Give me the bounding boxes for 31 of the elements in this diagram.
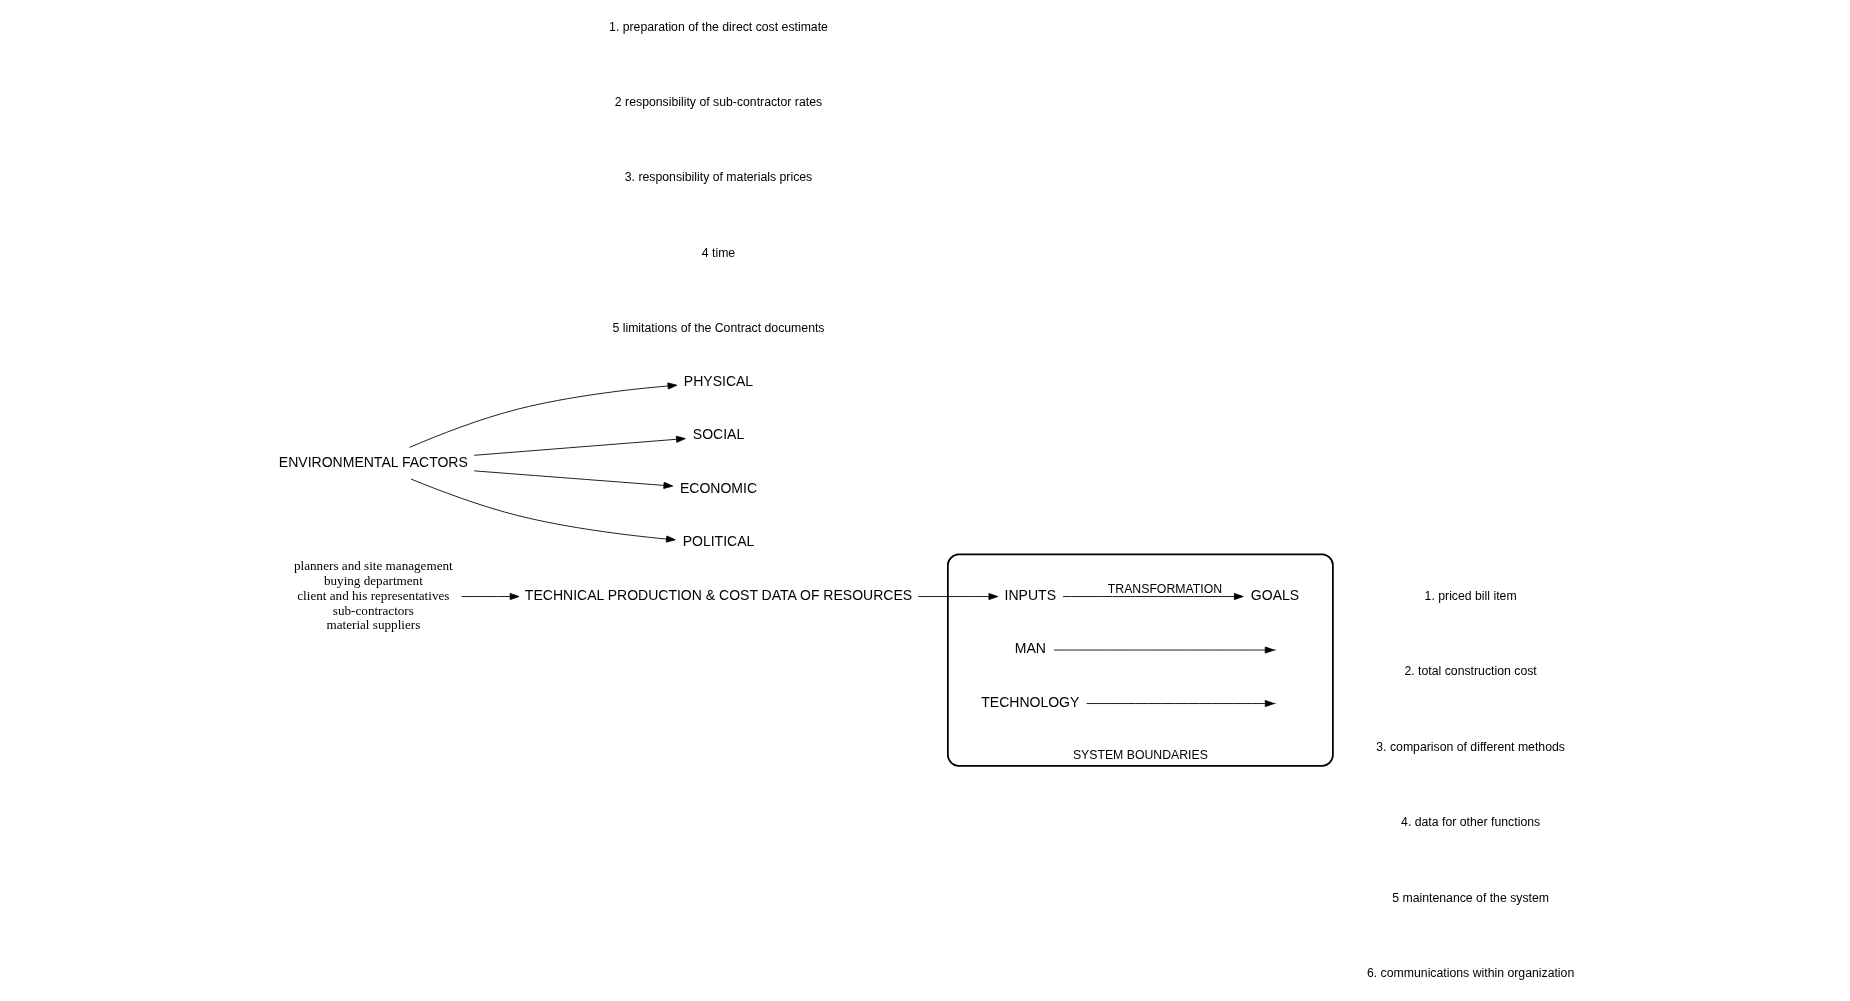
node-text: POLITICAL	[682, 533, 754, 550]
node-text: planners and site management buying department client and his representatives sub-contractors material suppliers	[293, 557, 453, 633]
node-text: PHYSICAL	[683, 372, 753, 389]
arrow	[917, 593, 998, 601]
label: 2 responsibility of sub-contractor rates	[614, 94, 822, 109]
label: 1. preparation of the direct cost estimate	[608, 19, 828, 34]
node-text: ECONOMIC	[679, 479, 757, 496]
label: 2. total construction cost	[1403, 664, 1537, 679]
arrow	[410, 478, 676, 543]
arrow	[1053, 646, 1274, 654]
label: 6. communications within organization	[1366, 965, 1574, 980]
label: 5 limitations of the Contract documents	[611, 321, 825, 336]
label: 3. responsibility of materials prices	[624, 170, 812, 185]
label: 1. priced bill item	[1424, 588, 1517, 603]
node-text: GOALS	[1250, 586, 1299, 603]
label: 4 time	[701, 245, 735, 260]
label: 4. data for other functions	[1400, 815, 1540, 830]
node-text: SOCIAL	[692, 426, 744, 443]
label: 3. comparison of different methods	[1375, 739, 1565, 754]
label: 5 maintenance of the system	[1391, 890, 1549, 905]
node-text: MAN	[1014, 640, 1046, 657]
arrow	[473, 435, 686, 456]
arrow	[1062, 593, 1244, 601]
node-text: ENVIRONMENTAL FACTORS	[278, 453, 468, 470]
arrow	[408, 382, 677, 448]
edge-label: TRANSFORMATION	[1107, 582, 1222, 597]
node-text: TECHNICAL PRODUCTION & COST DATA OF RESOURCES	[524, 586, 912, 603]
arrow	[473, 470, 673, 489]
node-text: INPUTS	[1004, 586, 1056, 603]
node-text: TECHNOLOGY	[980, 693, 1079, 710]
arrow	[460, 593, 519, 601]
